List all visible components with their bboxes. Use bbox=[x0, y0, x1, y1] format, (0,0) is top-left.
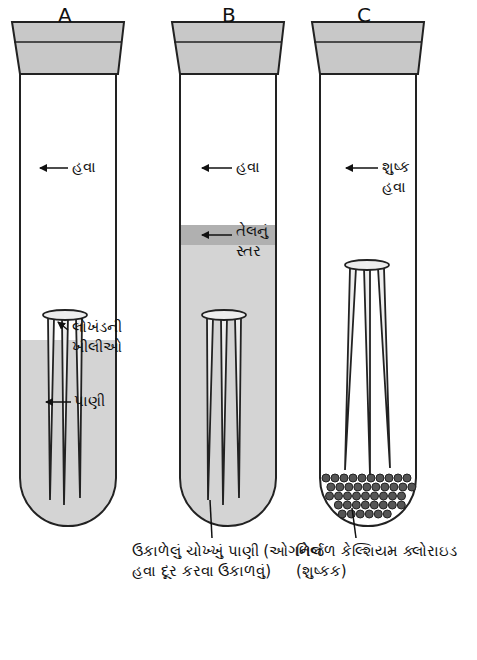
tube-letter: A bbox=[58, 2, 72, 28]
tube-letter: B bbox=[222, 2, 236, 28]
nails-label: લોખંડની ખીલીઓ bbox=[72, 318, 134, 357]
oil-layer-label: તેલનું સ્તર bbox=[236, 222, 288, 261]
tube-letter: C bbox=[357, 2, 371, 28]
air-label: હવા bbox=[72, 158, 96, 178]
water-label: પાણી bbox=[74, 392, 105, 412]
air-label: હવા bbox=[236, 158, 260, 178]
dry-air-label: શુષ્ક હવા bbox=[382, 158, 434, 197]
calcium-chloride-label: નિર્જળ કેલ્શિયમ ક્લોરાઇડ (શુષ્કક) bbox=[296, 542, 471, 581]
